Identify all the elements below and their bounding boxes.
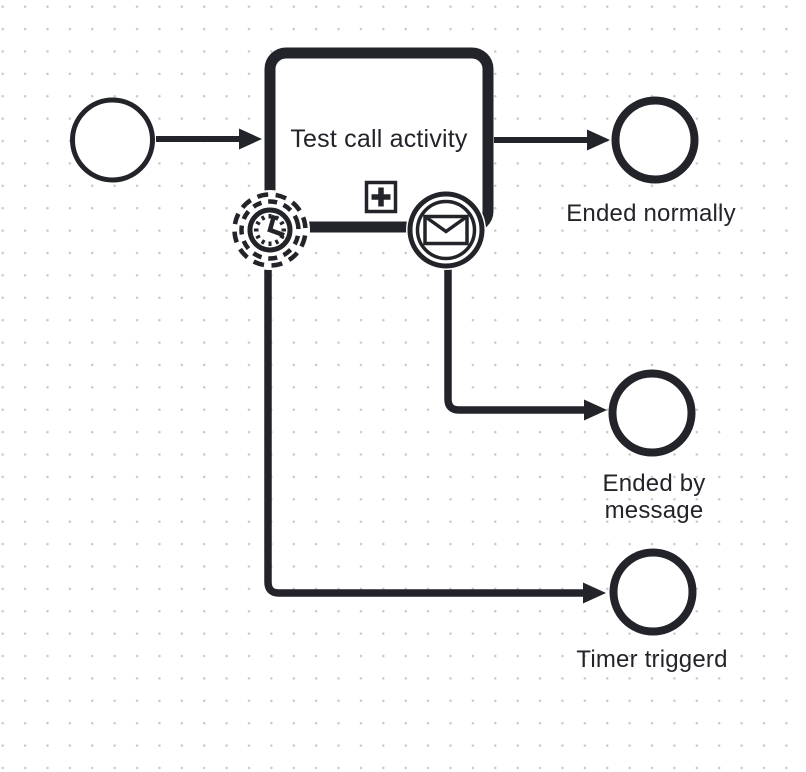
end-event-label-ended-normally[interactable]: Ended normally	[566, 200, 736, 227]
sequence-flow-start-to-activity[interactable]	[156, 128, 262, 150]
message-boundary-event[interactable]	[406, 190, 486, 270]
inner-dashed-ring	[239, 199, 301, 261]
call-activity-shape	[264, 47, 494, 233]
message-envelope-icon	[423, 214, 469, 246]
call-activity-label[interactable]: Test call activity	[290, 125, 468, 153]
inner-ring	[415, 199, 477, 261]
timer-clock-icon	[247, 207, 293, 253]
sequence-flow-message-to-ended-by-message[interactable]	[444, 264, 607, 421]
outer-dashed-ring	[232, 192, 308, 268]
clock-ticks	[254, 214, 286, 246]
arrowhead-icon	[584, 399, 607, 421]
flow-line	[444, 264, 585, 414]
arrowhead-icon	[583, 582, 606, 604]
start-event-circle	[70, 97, 155, 183]
arrowhead-icon	[587, 129, 610, 151]
end-event-circle	[609, 548, 697, 636]
call-activity[interactable]	[264, 47, 494, 233]
arrowhead-icon	[239, 128, 262, 150]
flow-line	[264, 264, 584, 597]
end-event-ended-normally[interactable]	[611, 96, 699, 184]
end-event-circle	[608, 369, 696, 457]
clock-hands	[267, 214, 285, 238]
timer-boundary-event[interactable]	[229, 189, 311, 271]
envelope-flap	[423, 215, 469, 234]
sequence-flow-activity-to-ended-normally[interactable]	[494, 129, 610, 151]
sequence-flow-timer-to-timer-triggerd[interactable]	[264, 264, 606, 604]
end-event-timer-triggerd[interactable]	[609, 548, 697, 636]
end-event-label-ended-by-message[interactable]: Ended by message	[602, 470, 706, 524]
end-event-label-timer-triggerd[interactable]: Timer triggerd	[576, 646, 728, 673]
start-event[interactable]	[70, 97, 155, 183]
subprocess-plus-icon	[364, 180, 398, 214]
end-event-ended-by-message[interactable]	[608, 369, 696, 457]
plus-marker-cross	[371, 187, 391, 207]
end-event-circle	[611, 96, 699, 184]
